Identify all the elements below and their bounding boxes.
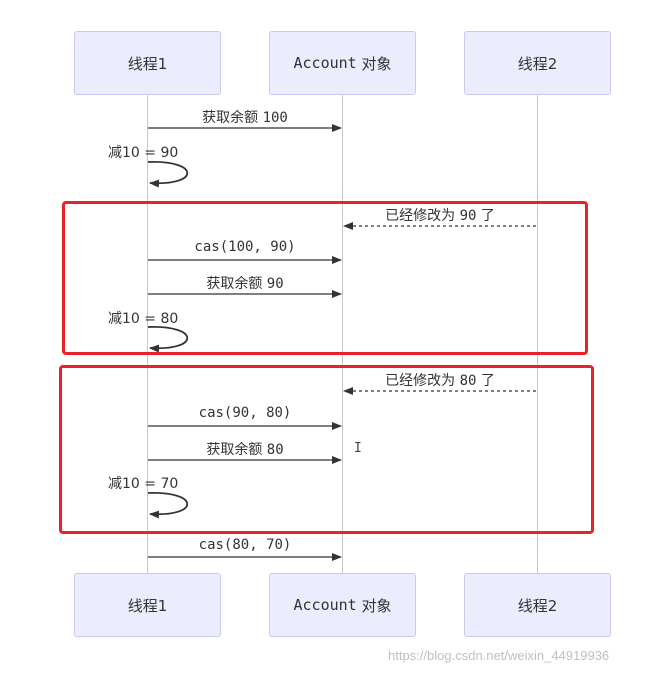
lifeline-thread2 (537, 95, 538, 573)
msg-modified-80: 已经修改为 80 了 (385, 370, 495, 390)
msg-text: 获取余额 (202, 110, 259, 126)
msg-get-balance-80: 获取余额 80 (206, 439, 283, 459)
lifeline-account (342, 95, 343, 573)
msg-cas-90-80: cas(90, 80) (199, 405, 292, 421)
msg-subtract-80: 减10 = 80 (108, 308, 178, 328)
actor-thread2-bottom: 线程2 (464, 573, 611, 637)
msg-num: 80 (266, 442, 284, 458)
msg-text: 已经修改为 (385, 208, 456, 224)
msg-subtract-90: 减10 = 90 (108, 142, 178, 162)
actor-thread1-label: 线程1 (127, 54, 168, 73)
highlight-frame-1 (62, 201, 588, 355)
msg-subtract-70: 减10 = 70 (108, 473, 178, 493)
actor-thread1-bottom: 线程1 (74, 573, 221, 637)
msg-modified-90: 已经修改为 90 了 (385, 205, 495, 225)
msg-text: cas(80, 70) (198, 537, 292, 553)
msg-text: cas(90, 80) (198, 405, 292, 421)
actor-account-bottom: Account 对象 (269, 573, 416, 637)
msg-text: cas(100, 90) (194, 239, 296, 255)
msg-text: 获取余额 (206, 276, 263, 292)
msg-cas-100-90: cas(100, 90) (194, 239, 295, 255)
actor-thread2-label: 线程2 (517, 54, 558, 73)
actor-thread1-top: 线程1 (74, 31, 221, 95)
watermark-url: https://blog.csdn.net/weixin_44919936 (388, 648, 610, 663)
actor-thread2-top: 线程2 (464, 31, 611, 95)
actor-account-suffix: 对象 (361, 596, 392, 615)
lifeline-thread1 (147, 95, 148, 573)
msg-text: 减10 = 70 (108, 476, 179, 492)
arrow-m6-self (147, 326, 189, 353)
msg-text: 已经修改为 (385, 373, 456, 389)
highlight-frame-2 (59, 365, 594, 534)
msg-num: 90 (266, 276, 284, 292)
actor-account-name: Account (293, 596, 357, 614)
text-cursor-icon: I (354, 441, 362, 456)
msg-get-balance-100: 获取余额 100 (202, 107, 288, 127)
msg-tail: 了 (480, 373, 495, 389)
arrow-m10-self (147, 492, 189, 519)
msg-text: 获取余额 (206, 442, 263, 458)
msg-num: 100 (262, 110, 288, 126)
arrow-m2-self (147, 161, 189, 188)
actor-account-suffix: 对象 (361, 54, 392, 73)
actor-thread1-label: 线程1 (127, 596, 168, 615)
actor-account-name: Account (293, 54, 357, 72)
msg-tail: 了 (480, 208, 495, 224)
actor-account-top: Account 对象 (269, 31, 416, 95)
actor-thread2-label: 线程2 (517, 596, 558, 615)
msg-cas-80-70: cas(80, 70) (199, 537, 292, 553)
msg-text: 减10 = 80 (108, 311, 179, 327)
msg-get-balance-90: 获取余额 90 (206, 273, 283, 293)
msg-num: 90 (459, 208, 477, 224)
msg-num: 80 (459, 373, 477, 389)
msg-text: 减10 = 90 (108, 145, 179, 161)
